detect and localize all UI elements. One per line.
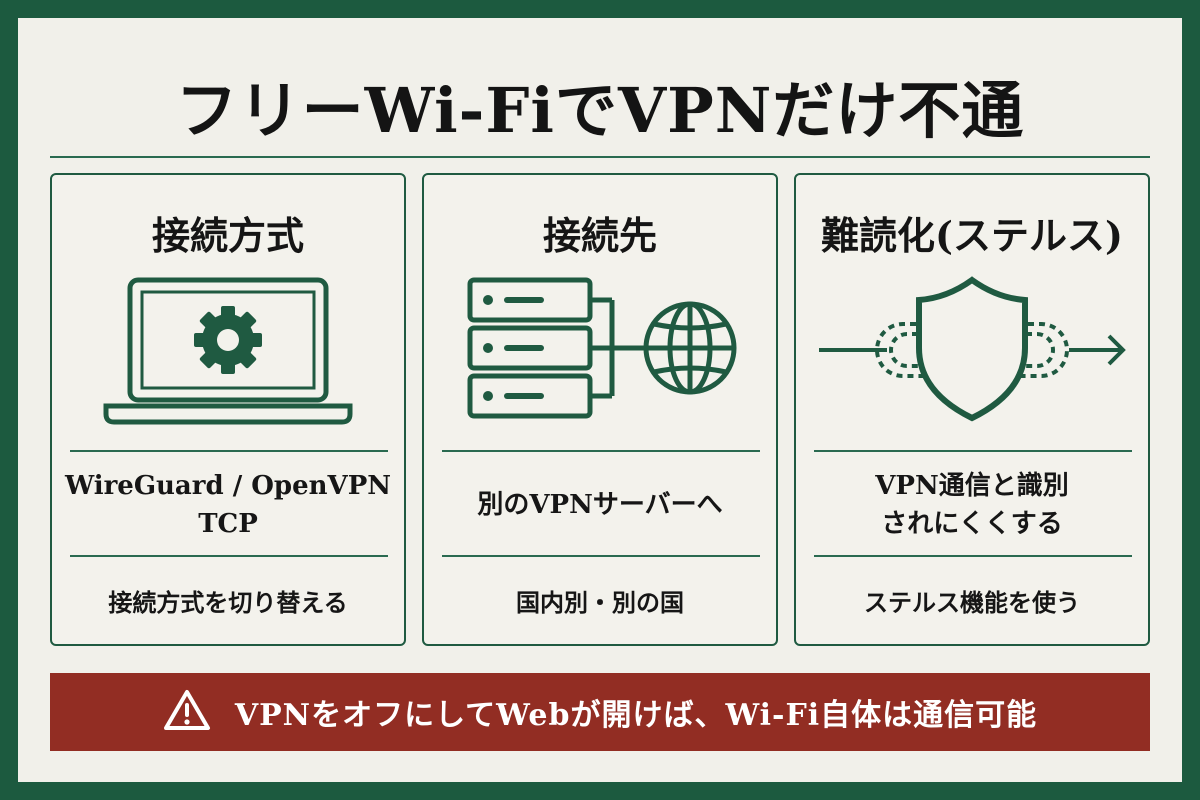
card-main-text: WireGuard / OpenVPN TCP xyxy=(64,471,392,539)
card-divider xyxy=(442,450,760,452)
shield-stealth-icon xyxy=(796,270,1148,440)
card-main-line: されにくくする xyxy=(881,509,1063,539)
card-divider xyxy=(814,555,1132,557)
banner-text: VPNをオフにしてWebが開けば、Wi-Fi自体は通信可能 xyxy=(234,698,1038,733)
card-divider xyxy=(70,555,388,557)
card-obfuscation: 難読化(ステルス) VPN通信と識別 されにくくする ステルス機能を使う xyxy=(794,173,1150,646)
warning-icon xyxy=(163,688,211,736)
card-destination: 接続先 xyxy=(422,173,778,646)
card-sub-text: ステルス機能を使う xyxy=(864,587,1080,617)
card-divider xyxy=(442,555,760,557)
server-globe-icon xyxy=(424,270,776,440)
warning-banner: VPNをオフにしてWebが開けば、Wi-Fi自体は通信可能 xyxy=(50,673,1150,751)
card-main-text: 別のVPNサーバーへ xyxy=(477,490,723,520)
page-title: フリーWi-FiでVPNだけ不通 xyxy=(175,74,1025,147)
card-title: 接続先 xyxy=(542,213,657,258)
laptop-gear-icon xyxy=(52,270,404,440)
card-main-line: VPN通信と識別 xyxy=(875,471,1069,501)
card-main-text: VPN通信と識別 されにくくする xyxy=(796,460,1148,550)
card-sub-text: 接続方式を切り替える xyxy=(108,587,348,617)
card-divider xyxy=(814,450,1132,452)
poster-frame: フリーWi-FiでVPNだけ不通 接続方式 xyxy=(18,18,1182,782)
card-divider xyxy=(70,450,388,452)
card-sub-text: 国内別・別の国 xyxy=(516,587,684,617)
title-divider xyxy=(50,156,1150,158)
card-connection-method: 接続方式 WireGua xyxy=(50,173,406,646)
card-title: 難読化(ステルス) xyxy=(821,213,1123,258)
card-title: 接続方式 xyxy=(151,213,304,258)
